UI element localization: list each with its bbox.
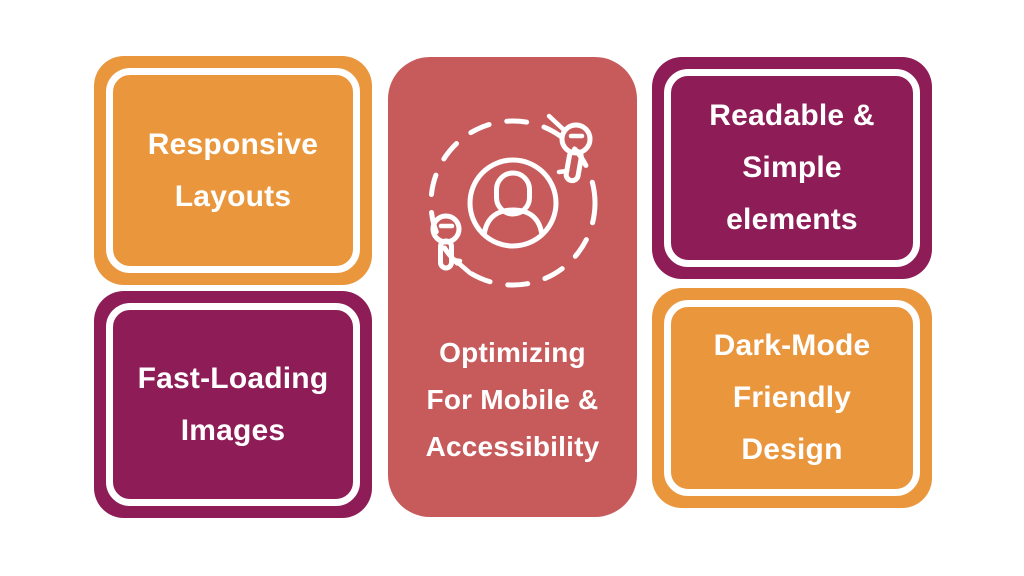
key-bottom-left-icon — [430, 213, 472, 276]
center-label: Optimizing For Mobile & Accessibility — [426, 329, 600, 470]
user-shoulders-icon — [481, 207, 544, 237]
card-label: Dark-Mode Friendly Design — [714, 320, 871, 476]
card-label-line: Layouts — [174, 179, 292, 213]
card-fast-loading-images: Fast-Loading Images — [94, 291, 372, 518]
card-label: Fast-Loading Images — [138, 353, 329, 457]
center-label-line: For Mobile & — [426, 384, 599, 415]
card-label-line: Readable & — [709, 99, 875, 132]
card-label-line: Dark-Mode — [713, 329, 871, 362]
key-top-right-icon — [546, 113, 592, 184]
card-label-line: Images — [180, 413, 286, 447]
dashed-orbit-circle-icon — [428, 118, 597, 288]
card-label-line: Fast-Loading — [137, 361, 329, 395]
card-label: Responsive Layouts — [148, 119, 318, 223]
card-responsive-layouts: Responsive Layouts — [94, 56, 372, 285]
center-panel-optimizing: Optimizing For Mobile & Accessibility — [388, 57, 637, 517]
center-label-line: Optimizing — [439, 337, 586, 368]
card-dark-mode-friendly-design: Dark-Mode Friendly Design — [652, 288, 932, 508]
card-label-line: Responsive — [147, 127, 319, 161]
user-avatar-circle-icon — [467, 157, 558, 249]
center-label-line: Accessibility — [425, 431, 600, 462]
person-with-keys-icon — [413, 103, 613, 303]
card-label-line: Friendly — [732, 381, 852, 414]
user-head-icon — [493, 170, 532, 217]
card-readable-simple-elements: Readable & Simple elements — [652, 57, 932, 279]
card-label-line: Design — [741, 433, 843, 466]
card-label: Readable & Simple elements — [709, 90, 874, 246]
card-label-line: Simple — [742, 151, 842, 184]
card-label-line: elements — [726, 203, 858, 236]
